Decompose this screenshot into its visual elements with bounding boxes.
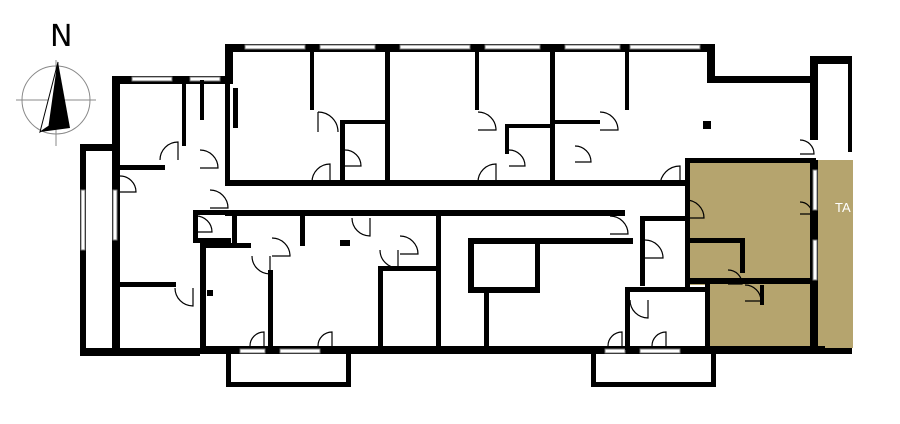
- north-label: N: [50, 19, 72, 54]
- highlighted-balcony-fill: [818, 160, 853, 348]
- compass-north-arrow-icon: [39, 61, 70, 134]
- compass-rose: N: [16, 19, 96, 146]
- highlighted-apartment-fill: [688, 160, 818, 348]
- highlighted-apartment[interactable]: TA: [688, 160, 853, 348]
- interior-walls: [120, 48, 816, 353]
- balconies: [226, 56, 852, 387]
- apartment-label: TA: [835, 200, 851, 215]
- door-swings: [119, 111, 815, 347]
- windows: [80, 44, 818, 354]
